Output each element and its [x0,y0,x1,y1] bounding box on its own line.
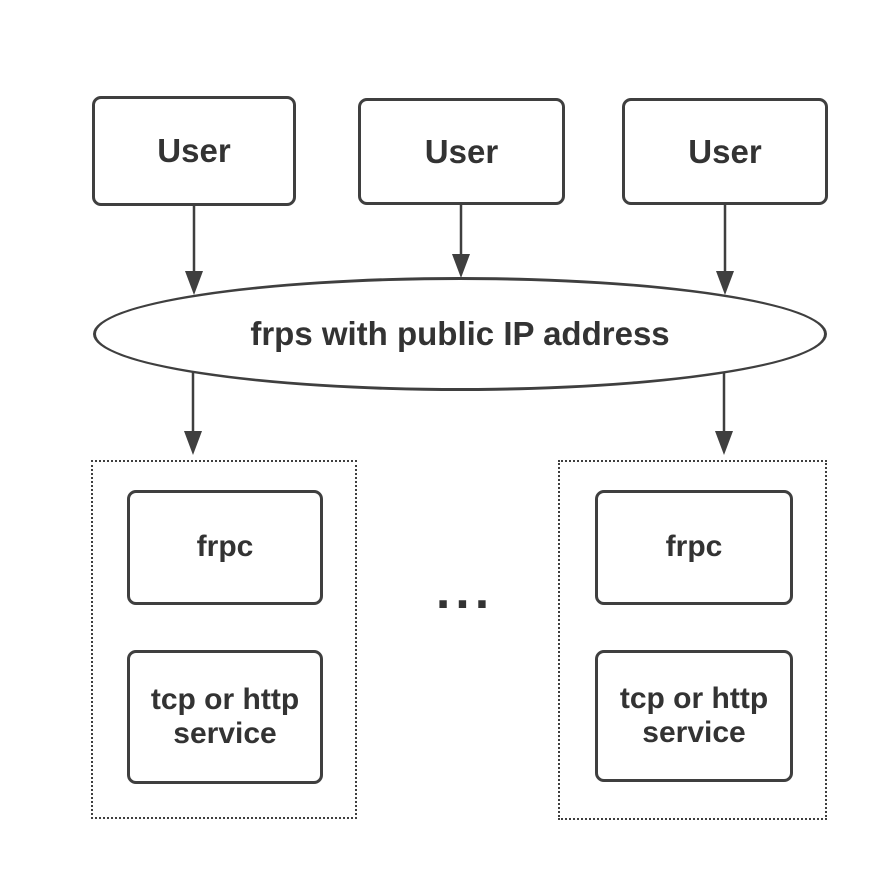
user-box-1: User [92,96,296,206]
service-box-left: tcp or http service [127,650,323,784]
service-label: tcp or http service [619,681,769,750]
frpc-box-left: frpc [127,490,323,605]
frps-label: frps with public IP address [250,315,670,352]
frpc-label: frpc [665,530,723,564]
frpc-label: frpc [196,530,254,564]
user-label: User [424,132,499,170]
service-box-right: tcp or http service [595,650,793,782]
user-label: User [157,132,231,169]
user-box-2: User [358,98,565,205]
service-label: tcp or http service [150,682,300,751]
down-arrow [184,372,202,455]
client-group-right [558,460,827,820]
down-arrow [716,205,734,295]
client-group-left [91,460,357,819]
down-arrow [452,205,470,278]
frpc-box-right: frpc [595,490,793,605]
more-clients-ellipsis: ... [435,562,495,620]
user-label: User [688,132,762,170]
frps-ellipse: frps with public IP address [93,277,827,391]
user-box-3: User [622,98,828,205]
down-arrow [185,206,203,295]
down-arrow [715,372,733,455]
